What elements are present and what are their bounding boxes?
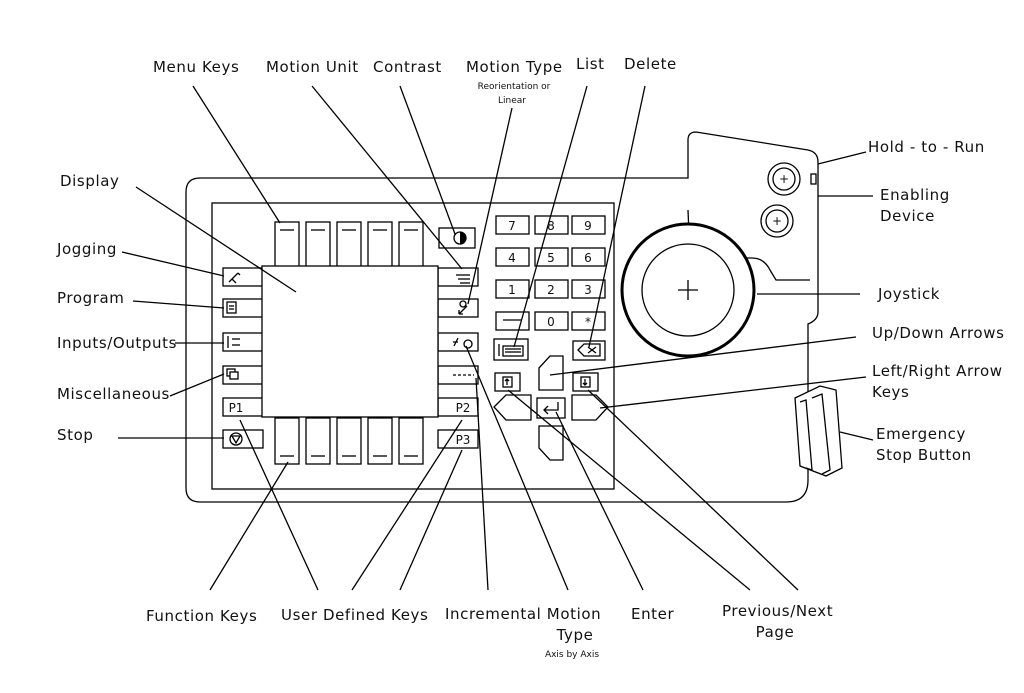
- label-hold-to-run: Hold - to - Run: [868, 138, 985, 156]
- numeric-keypad[interactable]: [495, 215, 606, 331]
- label-motion-type-note: Reorientation or: [478, 82, 551, 92]
- label-enabling-device: Enabling: [880, 186, 950, 204]
- label-list: List: [576, 55, 605, 73]
- display-screen: [261, 265, 439, 418]
- label-menu-keys: Menu Keys: [153, 58, 239, 76]
- label-delete: Delete: [624, 55, 677, 73]
- delete-key[interactable]: [572, 340, 606, 361]
- inputs-outputs-icon: [227, 336, 240, 348]
- function-keys-bottom[interactable]: [274, 417, 424, 465]
- numpad-key[interactable]: *: [585, 315, 591, 329]
- label-previous-next-page: Previous/Next: [722, 602, 833, 620]
- label-jogging: Jogging: [56, 240, 117, 258]
- joystick[interactable]: [620, 222, 756, 358]
- jogging-icon: [228, 272, 241, 284]
- label-motion-type: Motion Type: [466, 58, 563, 76]
- label-stop: Stop: [57, 426, 94, 444]
- label-incremental-motion: Type: [556, 626, 594, 644]
- stop-icon[interactable]: [229, 432, 243, 446]
- svg-text:+: +: [779, 172, 789, 186]
- motion-unit-icon: [456, 274, 470, 284]
- hold-to-run-switch[interactable]: [810, 173, 817, 185]
- contrast-key[interactable]: [438, 227, 476, 249]
- label-enter: Enter: [631, 605, 674, 623]
- label-program: Program: [57, 289, 125, 307]
- label-incremental-note: Axis by Axis: [545, 650, 599, 660]
- numpad-key[interactable]: 7: [508, 219, 516, 233]
- svg-text:+: +: [772, 214, 782, 228]
- label-enabling-device: Device: [880, 207, 935, 225]
- label-contrast: Contrast: [373, 58, 442, 76]
- label-up-down-arrows: Up/Down Arrows: [872, 324, 1005, 342]
- handle: [794, 385, 843, 477]
- numpad-key[interactable]: 6: [584, 251, 592, 265]
- enabling-device-button[interactable]: +: [760, 204, 794, 238]
- numpad-key[interactable]: 2: [547, 283, 555, 297]
- numpad-key[interactable]: 0: [547, 315, 555, 329]
- p1-key[interactable]: P1: [229, 401, 244, 415]
- numpad-key[interactable]: 8: [547, 219, 555, 233]
- label-inputs-outputs: Inputs/Outputs: [57, 334, 177, 352]
- previous-page-key[interactable]: [494, 372, 521, 392]
- label-user-defined-keys: User Defined Keys: [281, 606, 428, 624]
- program-icon: [226, 301, 237, 314]
- label-joystick: Joystick: [877, 285, 940, 303]
- enter-key[interactable]: [536, 397, 566, 419]
- label-incremental-motion: Incremental Motion: [445, 605, 601, 623]
- label-emergency-stop: Emergency: [876, 425, 966, 443]
- numpad-key[interactable]: 3: [584, 283, 592, 297]
- label-emergency-stop: Stop Button: [876, 446, 972, 464]
- numpad-key[interactable]: 5: [547, 251, 555, 265]
- incremental-icon: [453, 337, 473, 349]
- label-motion-type-note: Linear: [498, 96, 526, 106]
- hold-to-run-button[interactable]: +: [767, 162, 801, 196]
- next-page-key[interactable]: [572, 372, 599, 392]
- p3-key[interactable]: P3: [456, 433, 471, 447]
- label-function-keys: Function Keys: [146, 607, 257, 625]
- list-key[interactable]: [493, 338, 529, 361]
- p2-key[interactable]: P2: [456, 401, 471, 415]
- menu-keys-top[interactable]: [274, 221, 424, 269]
- label-display: Display: [60, 172, 120, 190]
- numpad-key[interactable]: 9: [584, 219, 592, 233]
- numpad-key[interactable]: 4: [508, 251, 516, 265]
- enabling-housing-line: [687, 209, 810, 281]
- label-left-right-arrow-keys: Left/Right Arrow: [872, 362, 1003, 380]
- label-motion-unit: Motion Unit: [266, 58, 359, 76]
- label-previous-next-page: Page: [756, 623, 795, 641]
- label-left-right-arrow-keys: Keys: [872, 383, 909, 401]
- numpad-key[interactable]: 1: [508, 283, 516, 297]
- miscellaneous-icon: [226, 368, 239, 380]
- down-arrow-key[interactable]: [538, 425, 564, 461]
- leader-lines: [118, 85, 874, 591]
- label-miscellaneous: Miscellaneous: [57, 385, 170, 403]
- motion-type-icon: [458, 300, 468, 315]
